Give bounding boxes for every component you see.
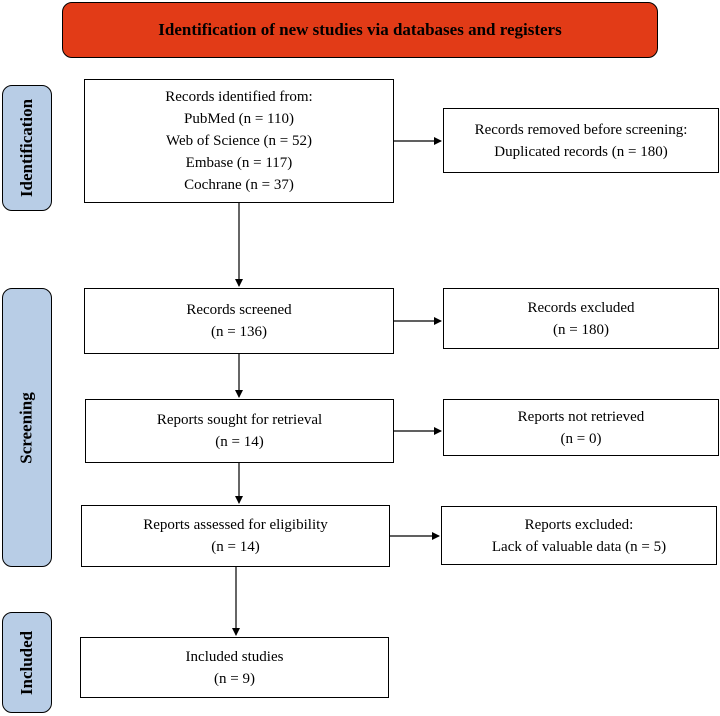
source-embase: Embase (n = 117) [185,155,293,171]
source-web-of-science: Web of Science (n = 52) [166,133,312,149]
reports-not-retrieved-count: (n = 0) [560,430,602,447]
reports-sought-title: Reports sought for retrieval [156,412,323,428]
records-identified-title: Records identified from: [165,89,313,105]
reports-not-retrieved-box: Reports not retrieved (n = 0) [443,399,719,456]
reports-excluded-detail: Lack of valuable data (n = 5) [491,538,667,555]
reports-assessed-title: Reports assessed for eligibility [143,517,328,533]
records-screened-box: Records screened (n = 136) [84,288,394,354]
reports-not-retrieved-title: Reports not retrieved [517,408,645,425]
source-pubmed: PubMed (n = 110) [184,111,294,127]
records-removed-box: Records removed before screening: Duplic… [443,108,719,173]
diagram-title: Identification of new studies via databa… [62,2,658,58]
included-studies-box: Included studies (n = 9) [80,637,389,698]
reports-assessed-count: (n = 14) [211,539,260,555]
reports-sought-box: Reports sought for retrieval (n = 14) [85,399,394,463]
reports-excluded-title: Reports excluded: [524,516,634,533]
records-excluded-count: (n = 180) [553,321,609,338]
records-excluded-title: Records excluded [527,299,635,316]
included-studies-count: (n = 9) [214,670,255,687]
stage-identification: Identification [2,85,52,211]
records-removed-detail: Duplicated records (n = 180) [494,143,668,160]
included-studies-title: Included studies [185,648,284,665]
reports-assessed-box: Reports assessed for eligibility (n = 14… [81,505,390,567]
records-excluded-box: Records excluded (n = 180) [443,288,719,349]
records-removed-title: Records removed before screening: [474,121,688,138]
reports-excluded-box: Reports excluded: Lack of valuable data … [441,506,717,565]
diagram-title-text: Identification of new studies via databa… [158,20,562,39]
records-identified-box: Records identified from: PubMed (n = 110… [84,79,394,203]
records-screened-title: Records screened [186,302,292,318]
source-cochrane: Cochrane (n = 37) [184,177,294,193]
reports-sought-count: (n = 14) [215,434,264,450]
records-screened-count: (n = 136) [211,324,267,340]
stage-included: Included [2,612,52,713]
stage-screening: Screening [2,288,52,567]
